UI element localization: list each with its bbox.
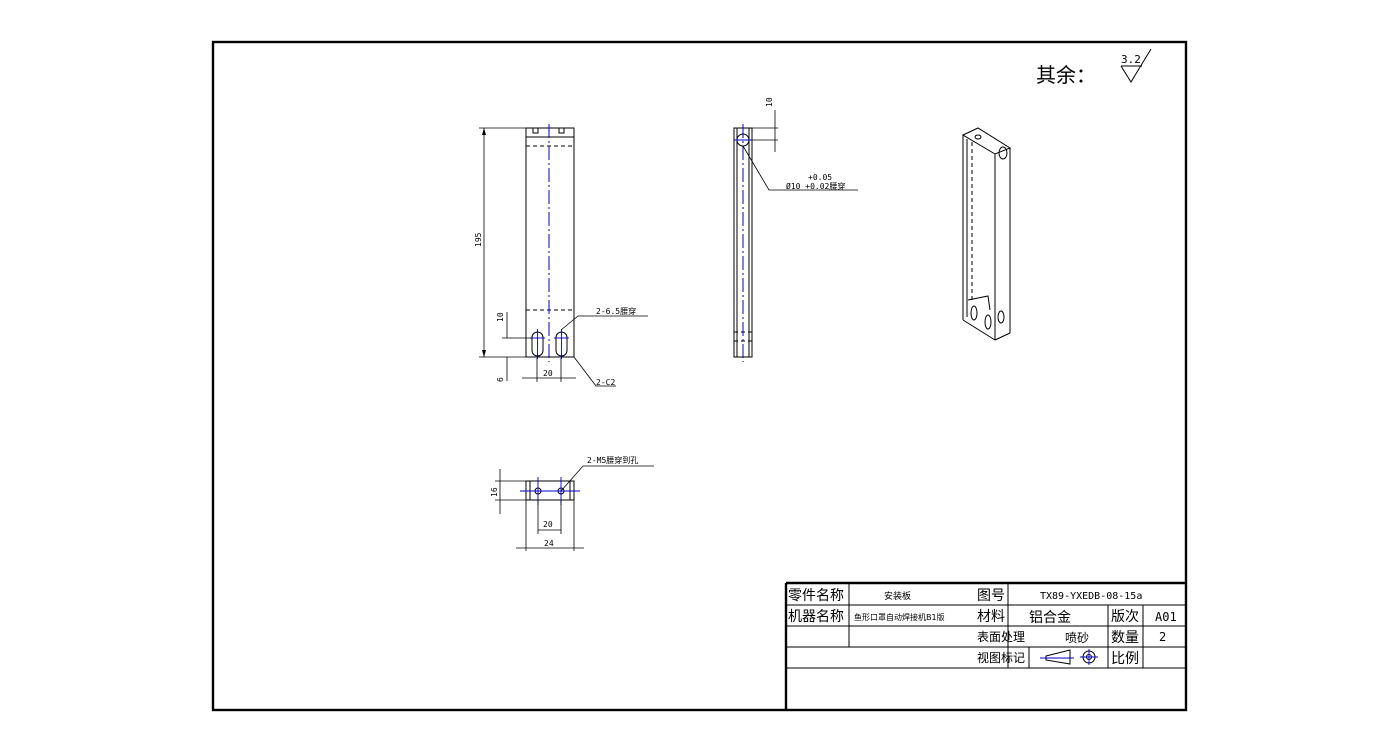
drawing-no-value: TX89-YXEDB-08-15a (1040, 591, 1142, 602)
roughness-note: 其余： 3.2 (1036, 48, 1152, 87)
drawing-frame (211, 40, 1188, 712)
material-label: 材料 (977, 609, 1005, 625)
material-value: 铝合金 (1029, 610, 1071, 626)
slot-callout: 2-6.5腰穿 (596, 306, 636, 316)
roughness-label: 其余： (1036, 63, 1096, 87)
front-view: 195 10 6 20 2-6.5腰穿 2-C2 (474, 124, 648, 387)
dim-10: 10 (496, 312, 505, 322)
top-dim-20: 20 (543, 520, 553, 529)
front-outline (525, 127, 575, 358)
machine-label: 机器名称 (788, 609, 844, 625)
roughness-symbol-icon (1120, 48, 1152, 83)
view-label: 视图标记 (977, 650, 1025, 665)
revision-value: A01 (1155, 610, 1177, 624)
surface-label: 表面处理 (977, 630, 1025, 644)
roughness-value: 3.2 (1121, 53, 1141, 66)
quantity-label: 数量 (1111, 630, 1139, 646)
iso-view (961, 127, 1012, 341)
surface-value: 喷砂 (1065, 631, 1089, 645)
side-view: 10 +0.05 Ø10 +0.02腰穿 (733, 97, 858, 362)
part-name-value: 安装板 (884, 590, 911, 602)
scale-label: 比例 (1111, 651, 1139, 667)
side-dim-10: 10 (765, 97, 774, 107)
revision-label: 版次 (1111, 609, 1139, 625)
tap-callout: 2-M5腰穿到孔 (587, 455, 638, 465)
top-view: 2-M5腰穿到孔 16 20 24 (490, 455, 654, 551)
top-dim-24: 24 (544, 539, 554, 548)
drawing-no-label: 图号 (977, 588, 1005, 604)
projection-symbol-icon (1040, 649, 1098, 665)
dim-20: 20 (543, 369, 553, 378)
hole-tol-upper: +0.05 (808, 173, 832, 182)
dim-195: 195 (474, 232, 483, 247)
part-name-label: 零件名称 (788, 588, 844, 604)
dim-6: 6 (496, 377, 505, 382)
top-outline (525, 480, 575, 501)
hole-callout: Ø10 +0.02腰穿 (786, 181, 845, 191)
quantity-value: 2 (1159, 630, 1166, 644)
chamfer-callout: 2-C2 (596, 378, 615, 387)
top-dim-16: 16 (490, 487, 499, 497)
title-block: 零件名称 安装板 图号 TX89-YXEDB-08-15a 机器名称 鱼形口罩自… (784, 581, 1186, 710)
machine-value: 鱼形口罩自动焊接机B1版 (854, 612, 945, 622)
